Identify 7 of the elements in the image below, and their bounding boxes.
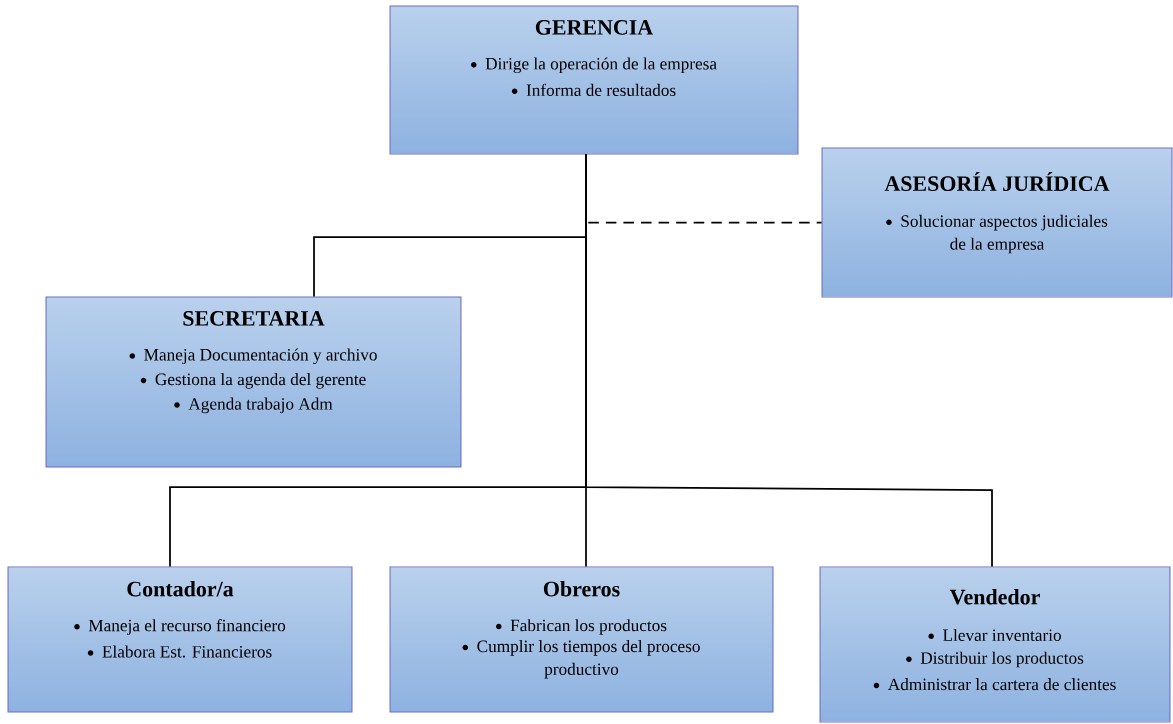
org-box: Obreros Fabrican los productos Cumplir los tiempos del proceso productivo — [389, 566, 774, 713]
connector-line — [585, 153, 993, 568]
org-box: ASESORÍA JURÍDICA Solucionar aspectos judiciales de la empresa — [821, 147, 1173, 298]
org-box: SECRETARIA Maneja Documentación y archivo Gestiona la agenda del gerente Agenda trabajo Adm — [45, 296, 462, 468]
org-box: Contador/a Maneja el recurso financiero Elabora Est. Financieros — [7, 566, 353, 713]
org-box: GERENCIA Dirige la operación de la empresa Informa de resultados — [389, 5, 799, 155]
org-box: Vendedor Llevar inventario Distribuir los productos Administrar la cartera de clientes — [819, 566, 1171, 723]
